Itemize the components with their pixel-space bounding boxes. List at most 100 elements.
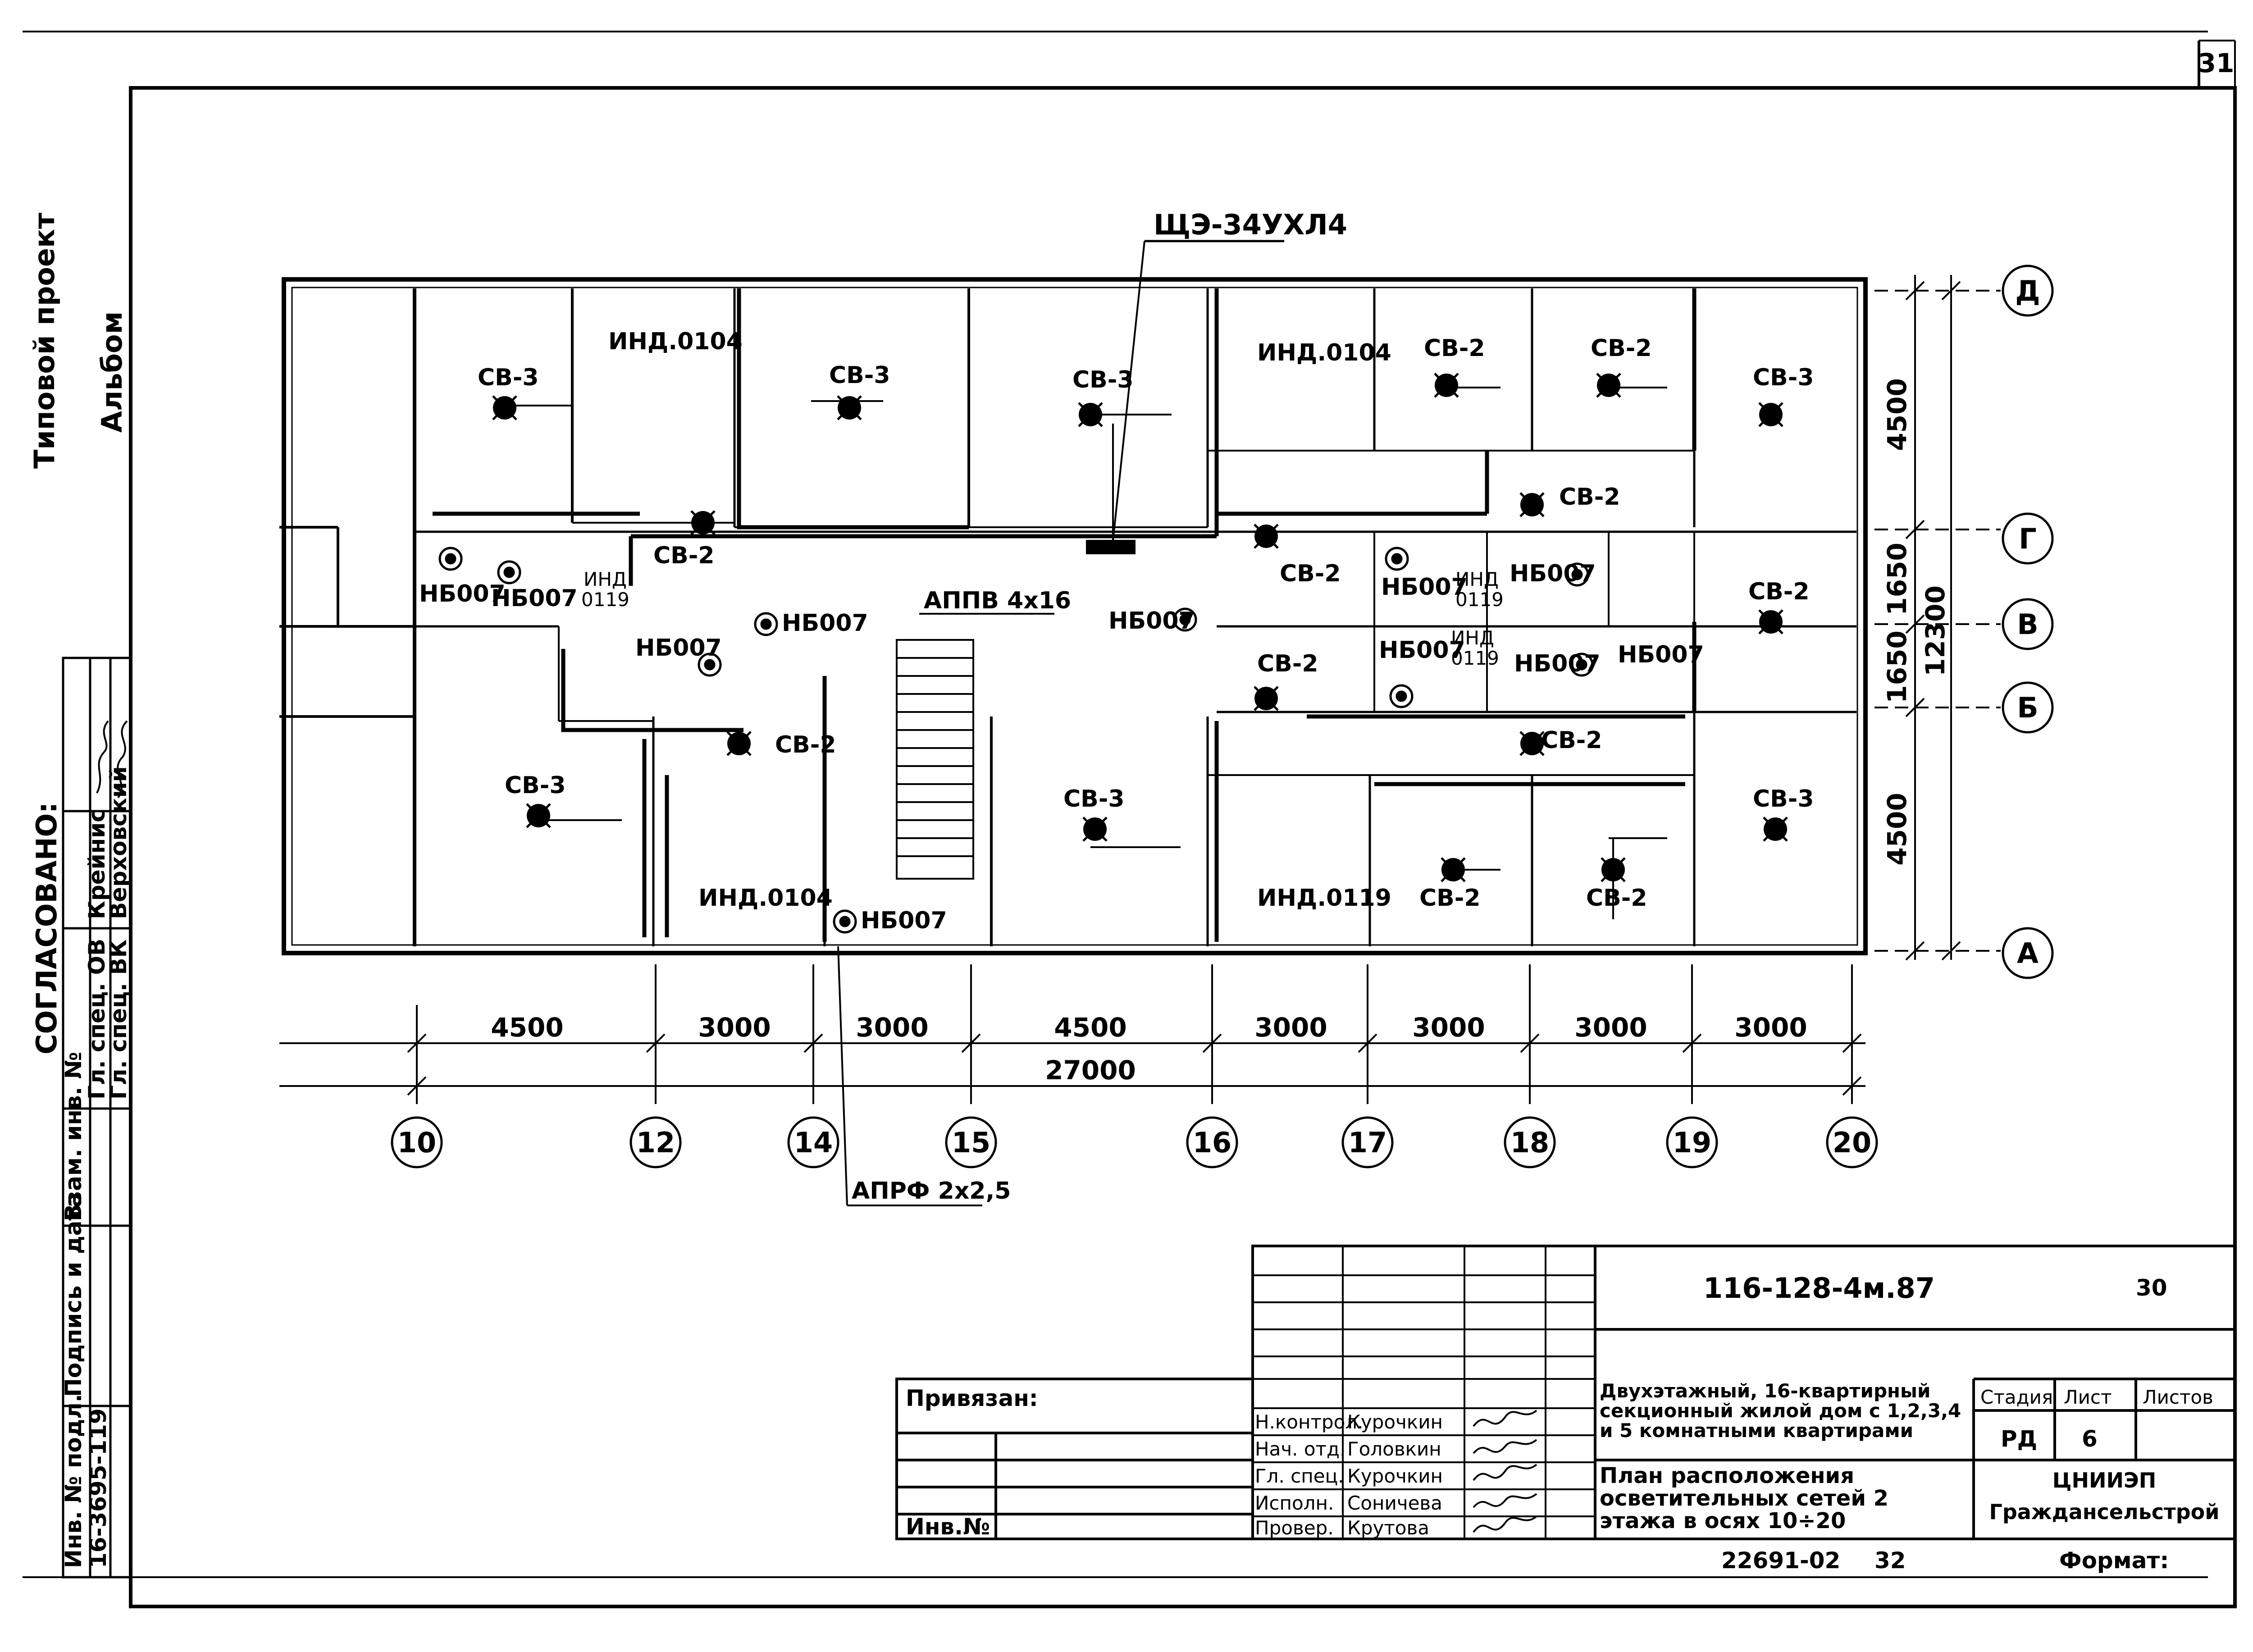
fixture-nb007 — [438, 547, 463, 571]
sheet-header: Лист — [2064, 1386, 2112, 1408]
axis-label-col: 17 — [1348, 1126, 1387, 1159]
label-ind0104: ИНД.0104 — [608, 328, 743, 355]
label-nb007: НБ007 — [1381, 574, 1468, 601]
fixture-nb007 — [833, 909, 857, 934]
label-ind0104: ИНД.0104 — [1257, 339, 1391, 366]
staff-name: Курочкин — [1347, 1411, 1443, 1433]
org-wrap: ЦНИИЭП Граждансельстрой — [1989, 1468, 2220, 1524]
span-x-5: 3000 — [1254, 1012, 1327, 1043]
cable-riser-label: АПРФ 2x2,5 — [852, 1177, 1011, 1205]
label-sv2: СВ-2 — [1591, 335, 1652, 362]
label-sv2: СВ-2 — [653, 542, 715, 569]
fixture-sv2 — [1254, 686, 1279, 711]
axis-label-col: 16 — [1193, 1126, 1231, 1159]
fixture-sv2 — [1596, 373, 1621, 398]
span-x-7: 3000 — [1574, 1012, 1647, 1043]
vzam-inv-label: Взам. инв. № — [60, 1052, 87, 1221]
approval-name-2: Верховский — [105, 766, 132, 919]
dimension-values-x: 4500 3000 3000 4500 3000 3000 3000 3000 … — [491, 1012, 1807, 1086]
span-x-3: 3000 — [856, 1012, 928, 1043]
fixture-labels: СВ-3 СВ-3 СВ-3 СВ-2 СВ-2 СВ-3 СВ-2 СВ-2 … — [419, 328, 1814, 934]
row-axes — [2002, 265, 2054, 979]
span-y-2: 1650 — [1882, 543, 1912, 615]
fixture-sv2 — [1519, 731, 1545, 756]
fixture-sv3 — [837, 395, 862, 420]
fixture-nb007 — [698, 653, 722, 677]
staff-name: Крутова — [1347, 1517, 1429, 1539]
approval-name-1: Крейнис — [84, 809, 110, 919]
label-sv2: СВ-2 — [1748, 578, 1810, 605]
label-nb007: НБ007 — [419, 580, 506, 607]
label-ind-short: ИНД — [1451, 627, 1494, 649]
label-sv3: СВ-3 — [505, 772, 566, 799]
fixture-nb007 — [1385, 547, 1409, 571]
label-sv3: СВ-3 — [1063, 785, 1125, 812]
axis-label-col: 12 — [636, 1126, 675, 1159]
axis-bubble-12 — [629, 1116, 682, 1168]
fixture-sv3 — [1082, 817, 1108, 842]
span-y-1: 4500 — [1882, 378, 1912, 451]
fixture-sv2 — [1434, 373, 1459, 398]
wiring — [433, 288, 1697, 942]
album-label: Альбом — [96, 311, 128, 433]
fixture-nb007 — [1389, 684, 1414, 708]
fixture-nb007 — [497, 560, 521, 584]
dimension-lines-y — [1874, 275, 2001, 961]
fixture-sv2 — [1601, 857, 1626, 882]
label-ind-short: ИНД — [584, 568, 627, 590]
span-y-3: 1650 — [1882, 630, 1912, 703]
title-block-staff-grid — [1253, 1246, 1595, 1539]
staff-signatures — [1473, 1410, 1537, 1533]
approval-title: СОГЛАСОВАНО: — [30, 802, 63, 1054]
axis-label-col: 15 — [952, 1126, 990, 1159]
staff-role: Н.контрол. — [1255, 1411, 1363, 1433]
axis-bubble-V — [2002, 598, 2054, 650]
cable-main-label: АППВ 4x16 — [924, 587, 1071, 614]
column-axes — [391, 1116, 1878, 1168]
axis-bubble-A — [2002, 927, 2054, 979]
inv-podl-value: 16-3695-119 — [85, 1408, 111, 1568]
staff-role: Исполн. — [1255, 1492, 1334, 1514]
label-nb007: НБ007 — [1514, 650, 1601, 677]
sheets-header: Листов — [2143, 1386, 2213, 1408]
label-ind-num: 0119 — [1455, 589, 1504, 611]
org-name: ЦНИИЭП Граждансельстрой — [1989, 1468, 2220, 1524]
format-label: Формат: — [2059, 1547, 2169, 1574]
axis-label-row: А — [2017, 937, 2039, 970]
label-ind0104: ИНД.0104 — [698, 885, 833, 912]
axis-bubble-19 — [1666, 1116, 1718, 1168]
label-sv3: СВ-3 — [478, 364, 539, 391]
fixture-sv2 — [726, 731, 752, 756]
staff-name: Курочкин — [1347, 1465, 1443, 1487]
signature-1 — [96, 720, 109, 794]
sheet-number: 31 — [2198, 48, 2235, 78]
approval-role-2: Гл. спец. ВК — [105, 939, 132, 1100]
label-sv2: СВ-2 — [775, 731, 836, 758]
dimension-values-y: 4500 1650 1650 4500 12300 — [1882, 378, 1951, 865]
axis-label-col: 14 — [794, 1126, 833, 1159]
fixture-nb007 — [1565, 562, 1589, 587]
axis-label-row: Б — [2017, 691, 2038, 724]
total-x: 27000 — [1045, 1055, 1136, 1086]
approval-block — [62, 657, 132, 1110]
label-nb007: НБ007 — [782, 610, 868, 637]
label-nb007: НБ007 — [635, 634, 722, 662]
fixture-nb007 — [754, 612, 778, 636]
axis-bubble-D — [2002, 265, 2054, 317]
dimension-lines-x — [279, 964, 1865, 1104]
fixture-sv3 — [1078, 402, 1103, 427]
fixtures-sv — [492, 373, 1788, 882]
staircase — [896, 639, 974, 880]
inv-no-label: Инв.№ — [906, 1514, 990, 1540]
axis-bubble-G — [2002, 512, 2054, 565]
axis-label-col: 19 — [1673, 1126, 1711, 1159]
fixture-sv3 — [1758, 402, 1783, 427]
span-x-2: 3000 — [698, 1012, 771, 1043]
label-sv3: СВ-3 — [1753, 364, 1814, 391]
approval-role-1: Гл. спец. ОВ — [84, 939, 110, 1100]
label-nb007: НБ007 — [491, 585, 578, 612]
axis-bubble-20 — [1826, 1116, 1878, 1168]
doc-code: 116-128-4м.87 — [1703, 1272, 1935, 1305]
axis-label-row: В — [2017, 608, 2038, 641]
fixtures-nb007 — [438, 547, 1594, 934]
